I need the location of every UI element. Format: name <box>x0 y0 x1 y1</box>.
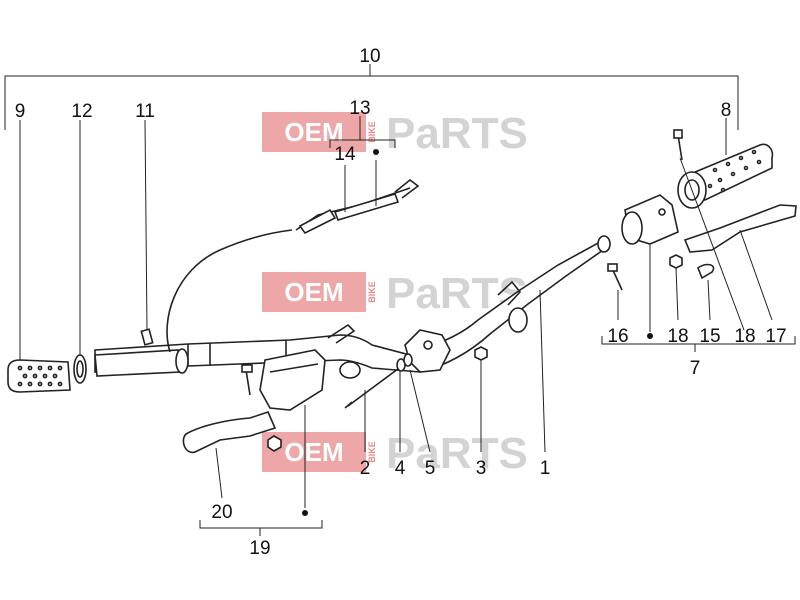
callout-18-b: 18 <box>734 326 755 347</box>
callout-9: 9 <box>15 101 26 122</box>
callout-2: 2 <box>360 458 371 479</box>
callout-18-a: 18 <box>667 326 688 347</box>
throttle-cable <box>140 178 420 353</box>
callout-8: 8 <box>721 100 732 121</box>
watermark-bike-text: BIKE <box>367 121 377 143</box>
watermark-middle: OEM BIKE PaRTS <box>262 269 528 318</box>
handlebar-tube <box>94 235 611 379</box>
callout-4: 4 <box>395 458 406 479</box>
watermark-parts-text: PaRTS <box>386 429 528 478</box>
watermark-bottom: OEM BIKE PaRTS <box>262 429 528 478</box>
callout-10: 10 <box>359 46 380 67</box>
callout-labels: 10 9 12 11 13 14 8 16 18 15 18 17 7 2 4 … <box>15 46 787 559</box>
callout-16: 16 <box>607 326 628 347</box>
callout-13: 13 <box>349 98 370 119</box>
kit-dot <box>302 510 308 516</box>
callout-20: 20 <box>211 502 232 523</box>
watermark-oem-text: OEM <box>284 437 343 467</box>
callout-5: 5 <box>425 458 436 479</box>
left-grip <box>7 359 71 393</box>
center-bracket <box>344 329 488 409</box>
callout-7: 7 <box>690 358 701 379</box>
assembly-bracket-10 <box>4 64 739 130</box>
callout-11: 11 <box>135 101 155 122</box>
callout-15: 15 <box>699 326 720 347</box>
watermark-bike-text: BIKE <box>367 441 377 463</box>
callout-12: 12 <box>71 101 92 122</box>
watermark-oem-text: OEM <box>284 277 343 307</box>
watermark-oem-text: OEM <box>284 117 343 147</box>
left-brake-assembly <box>182 349 326 454</box>
left-grip-throttle <box>94 348 189 377</box>
watermark-top: OEM BIKE PaRTS <box>262 109 528 158</box>
watermark-bike-text: BIKE <box>367 281 377 303</box>
callout-3: 3 <box>476 458 487 479</box>
callout-14: 14 <box>334 144 356 165</box>
watermark-parts-text: PaRTS <box>386 109 528 158</box>
callout-17: 17 <box>765 326 786 347</box>
callout-19: 19 <box>249 538 270 559</box>
leader-lines <box>19 116 796 536</box>
right-grip <box>673 129 774 209</box>
washer-ring <box>73 354 87 384</box>
kit-dot <box>647 333 653 339</box>
right-lever-assembly <box>607 194 797 291</box>
kit-dot <box>373 149 379 155</box>
callout-1: 1 <box>540 458 551 479</box>
